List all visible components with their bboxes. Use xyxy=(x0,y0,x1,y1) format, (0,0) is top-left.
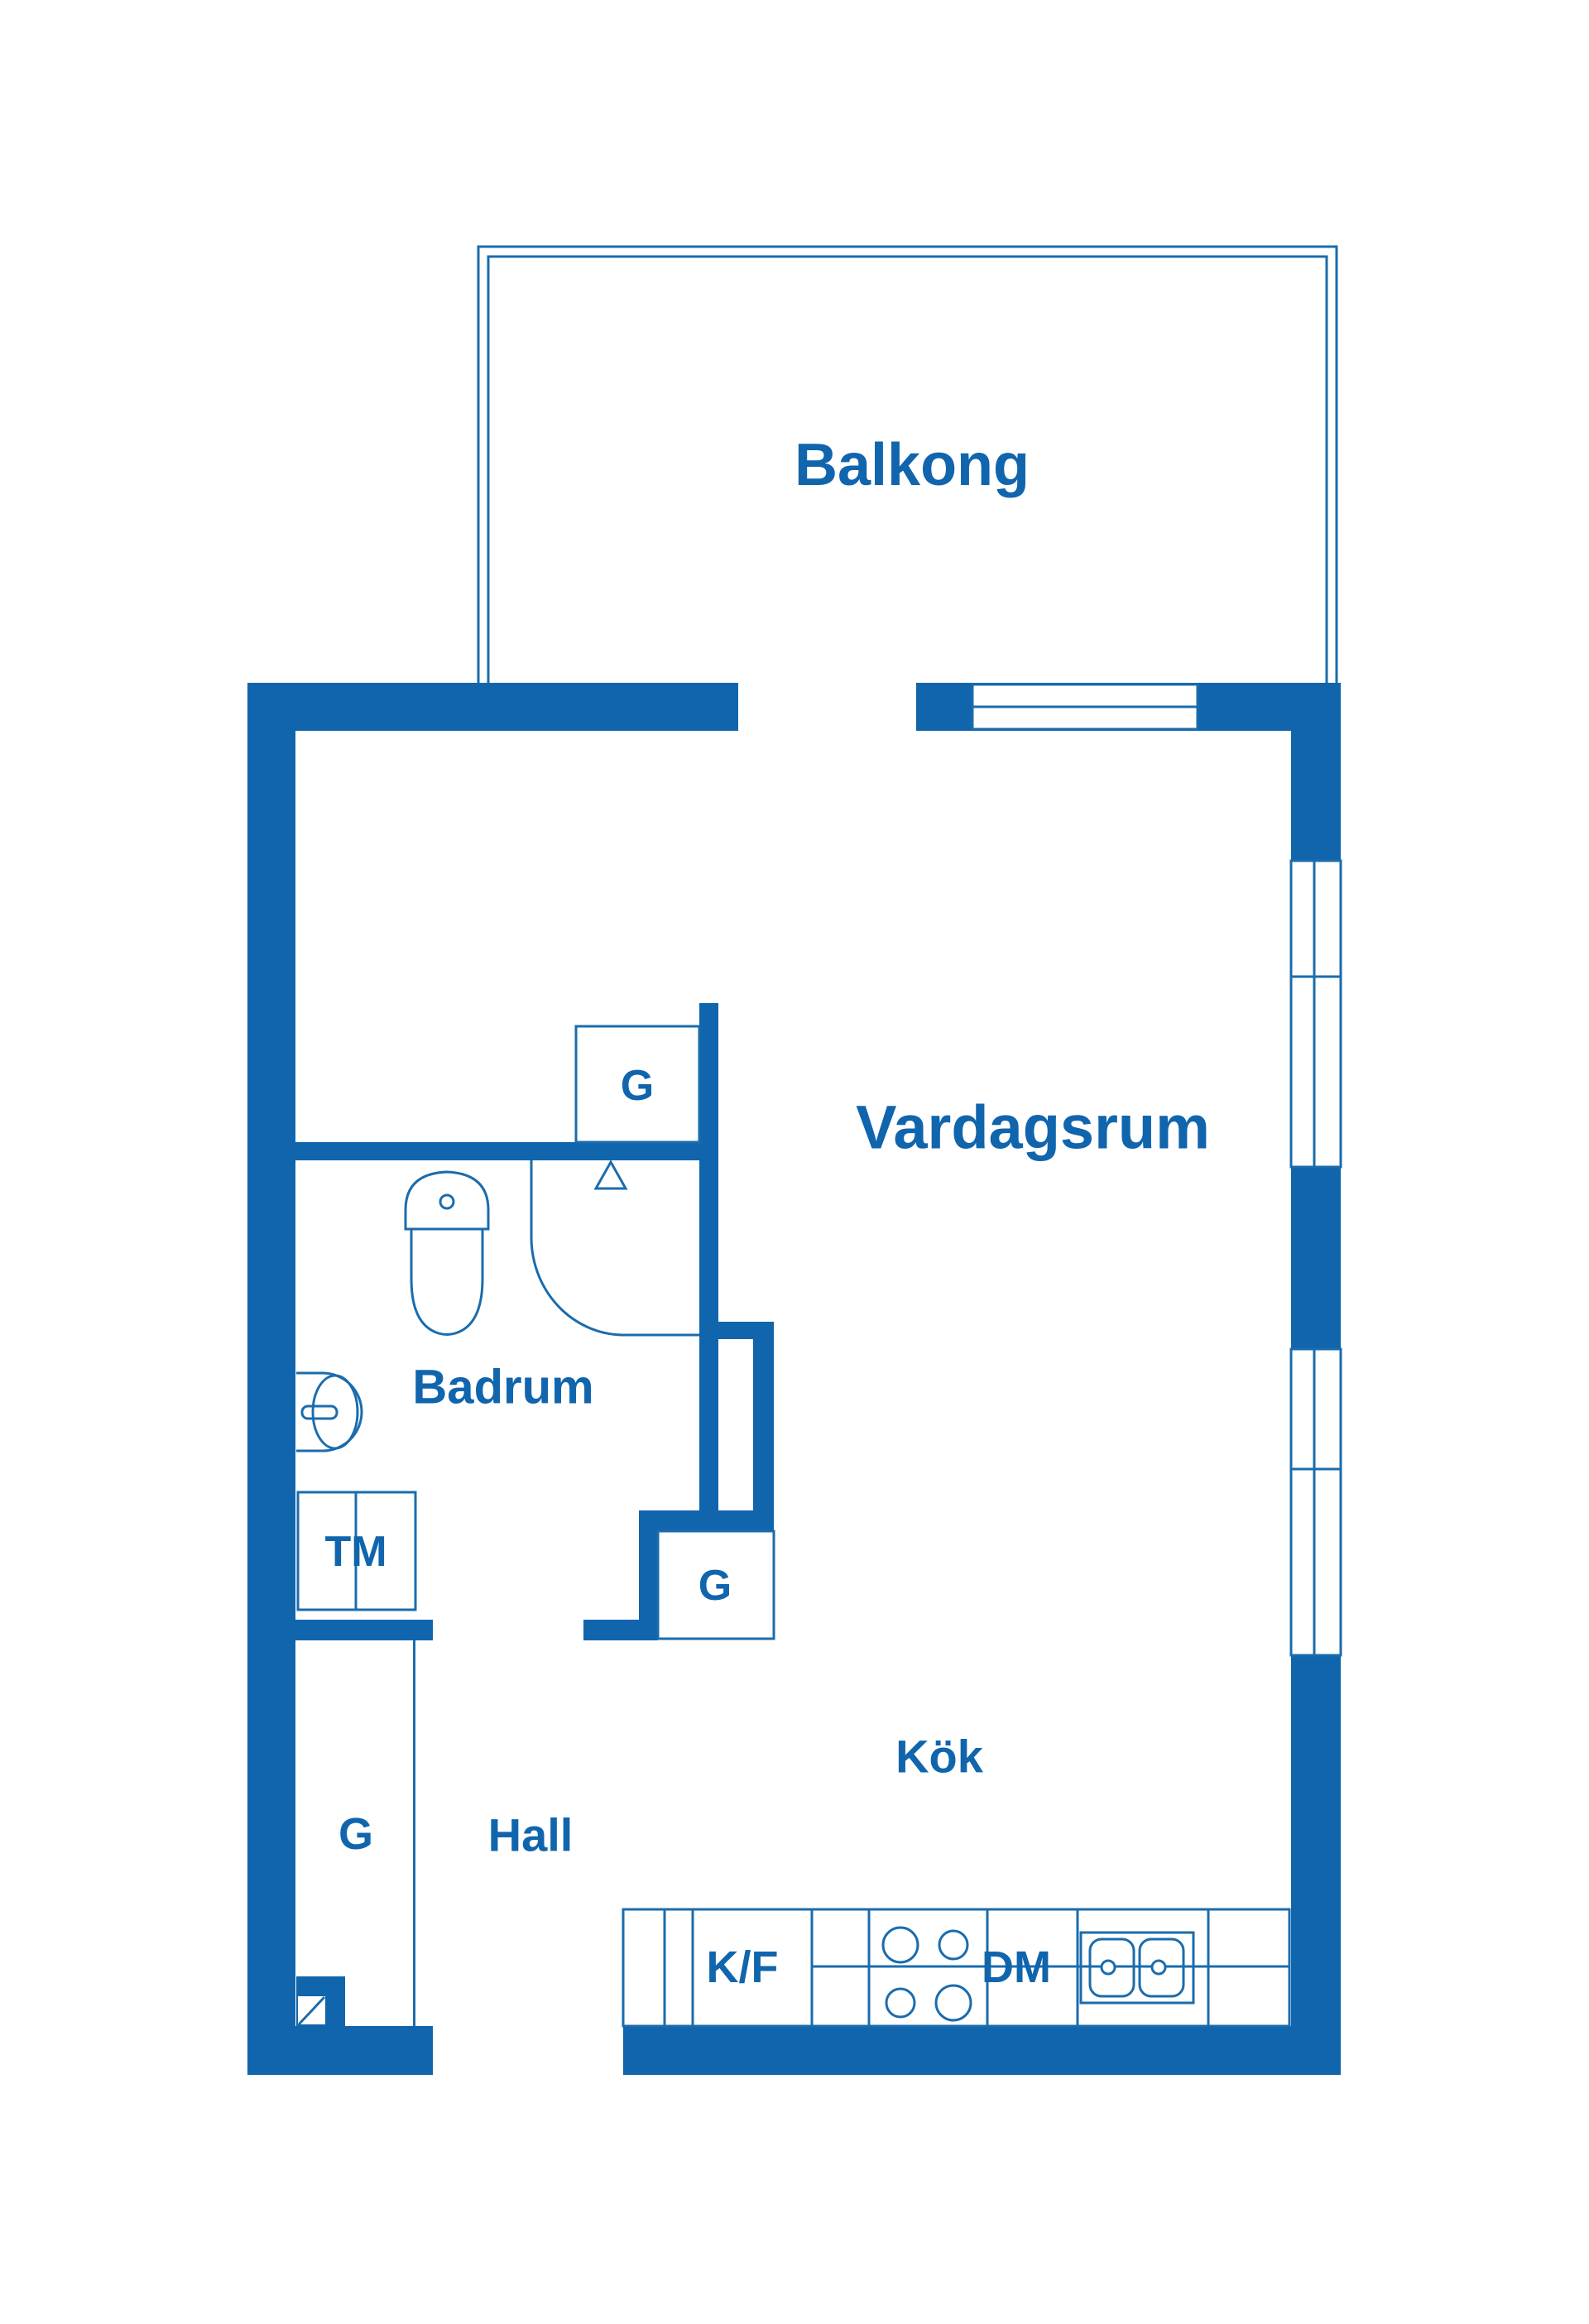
stove-burner-4 xyxy=(934,1984,972,2022)
closet-mid-left-stub xyxy=(639,1510,658,1640)
sink-bowl-right xyxy=(1138,1937,1185,1998)
stove-burner-2 xyxy=(938,1929,969,1961)
closet-box-mid xyxy=(656,1529,775,1640)
room-label-kok: Kök xyxy=(895,1731,984,1783)
shaft-right-wall xyxy=(753,1339,774,1525)
right-window-upper xyxy=(1289,859,1342,1169)
room-label-vardagsrum: Vardagsrum xyxy=(856,1093,1210,1162)
sink-drain-left xyxy=(1100,1959,1116,1976)
bathroom-right-wall xyxy=(699,1003,718,1531)
toilet-button xyxy=(439,1193,455,1210)
shaft-top-arm xyxy=(699,1322,774,1339)
balcony-railing-outer xyxy=(477,245,1338,683)
bathroom-bottom-wall-left xyxy=(291,1620,433,1640)
left-wall xyxy=(247,683,295,2075)
stove-burner-3 xyxy=(885,1987,916,2019)
bathroom-bottom-wall-right xyxy=(583,1620,658,1640)
hall-closet-partition xyxy=(413,1640,415,2026)
closet-label-top: G xyxy=(621,1062,654,1110)
sink-bowl-left xyxy=(1088,1937,1135,1998)
shaft-diagonal xyxy=(297,1995,326,2026)
bath-sink-faucet xyxy=(300,1404,338,1420)
balcony-railing-inner xyxy=(487,255,1328,683)
closet-label-hall: G xyxy=(338,1809,373,1859)
sink-drain-right xyxy=(1150,1959,1167,1976)
toilet-bowl xyxy=(410,1227,484,1336)
top-wall-left xyxy=(247,683,738,731)
shaft-bottom-bar xyxy=(639,1510,774,1531)
bath-sink-bowl xyxy=(311,1374,359,1450)
closet-box-top xyxy=(574,1025,701,1144)
shower-screen xyxy=(530,1160,699,1337)
stove-burner-1 xyxy=(881,1926,919,1964)
appliance-label-tm: TM xyxy=(324,1528,386,1576)
room-label-balkong: Balkong xyxy=(794,432,1030,498)
appliance-label-dm: DM xyxy=(982,1942,1051,1992)
bottom-wall-kitchen xyxy=(623,2026,1338,2075)
door-triangle xyxy=(593,1159,628,1190)
closet-label-mid: G xyxy=(698,1562,732,1610)
room-label-badrum: Badrum xyxy=(412,1361,593,1414)
bottom-wall-left xyxy=(247,2026,433,2075)
appliance-label-kf: K/F xyxy=(707,1942,779,1992)
right-window-lower xyxy=(1289,1347,1342,1657)
bathroom-top-wall xyxy=(295,1142,718,1160)
room-label-hall: Hall xyxy=(488,1809,574,1861)
